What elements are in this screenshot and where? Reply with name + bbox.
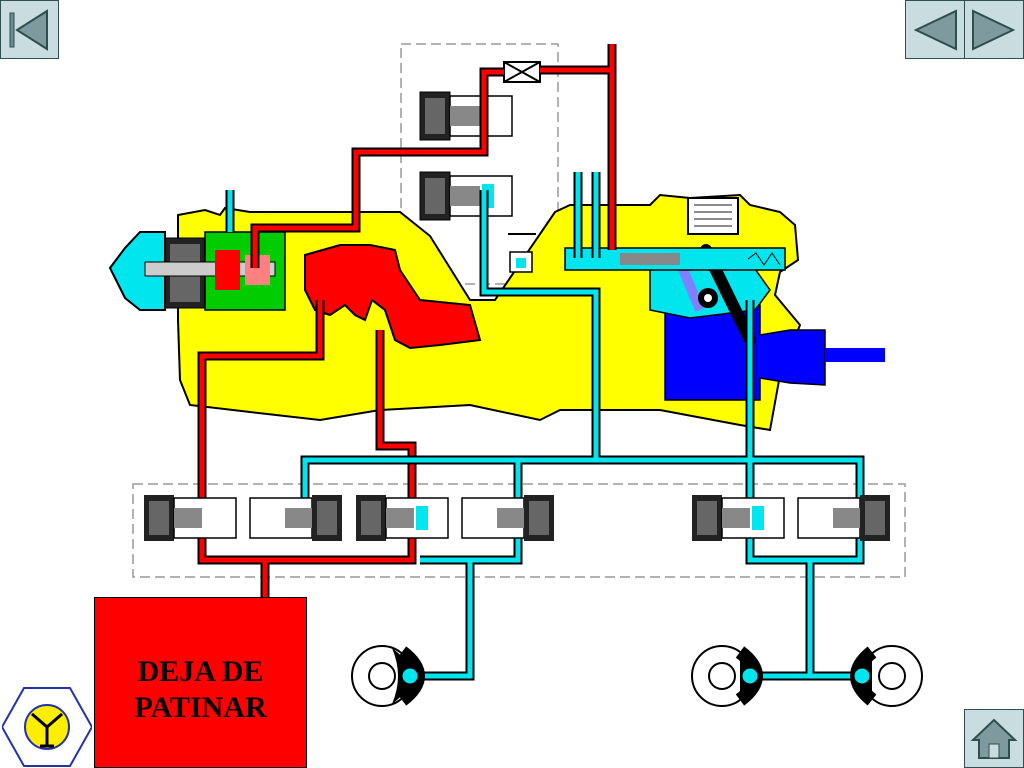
plunger-body (620, 253, 680, 265)
actuator-chamber (664, 304, 826, 401)
plunger-spring (747, 252, 781, 266)
status-message: DEJA DE PATINAR (134, 654, 267, 724)
high-pressure-lines (199, 44, 615, 597)
upper-valve-2 (419, 171, 513, 221)
modulator-valve (215, 250, 240, 290)
high-pressure-chamber (304, 244, 482, 350)
home-button[interactable] (964, 709, 1024, 768)
upper-valve-1 (419, 91, 513, 141)
check-valve (503, 61, 541, 83)
lower-valve-4 (461, 495, 554, 541)
triangle-right-icon (972, 9, 1016, 51)
lever-pivot-hole (704, 294, 712, 302)
lower-valve-6 (797, 495, 890, 541)
house-icon (970, 718, 1018, 759)
hexagon-emblem-icon (2, 687, 92, 767)
previous-slide-button[interactable] (905, 0, 965, 59)
wheel-brake-right (850, 645, 923, 707)
lower-valve-1 (144, 495, 237, 541)
spring-coil (694, 204, 732, 227)
wheel-brake-center (691, 645, 763, 707)
first-slide-button[interactable] (0, 0, 59, 59)
lower-valve-2 (249, 495, 342, 541)
wheel-brake-left (351, 645, 425, 707)
lower-valve-5 (692, 495, 785, 541)
status-box: DEJA DE PATINAR (94, 597, 307, 768)
lower-valve-3 (356, 495, 449, 541)
small-check-valve (508, 233, 536, 273)
skip-to-start-icon (9, 9, 48, 51)
lower-valve-enclosure (132, 483, 906, 578)
upper-valve-enclosure (400, 43, 559, 285)
low-pressure-lines (227, 172, 863, 679)
triangle-left-icon (913, 9, 957, 51)
next-slide-button[interactable] (964, 0, 1024, 59)
spring-cap (687, 197, 739, 235)
actuator-rod (825, 348, 885, 362)
modulator-piston (144, 261, 276, 277)
